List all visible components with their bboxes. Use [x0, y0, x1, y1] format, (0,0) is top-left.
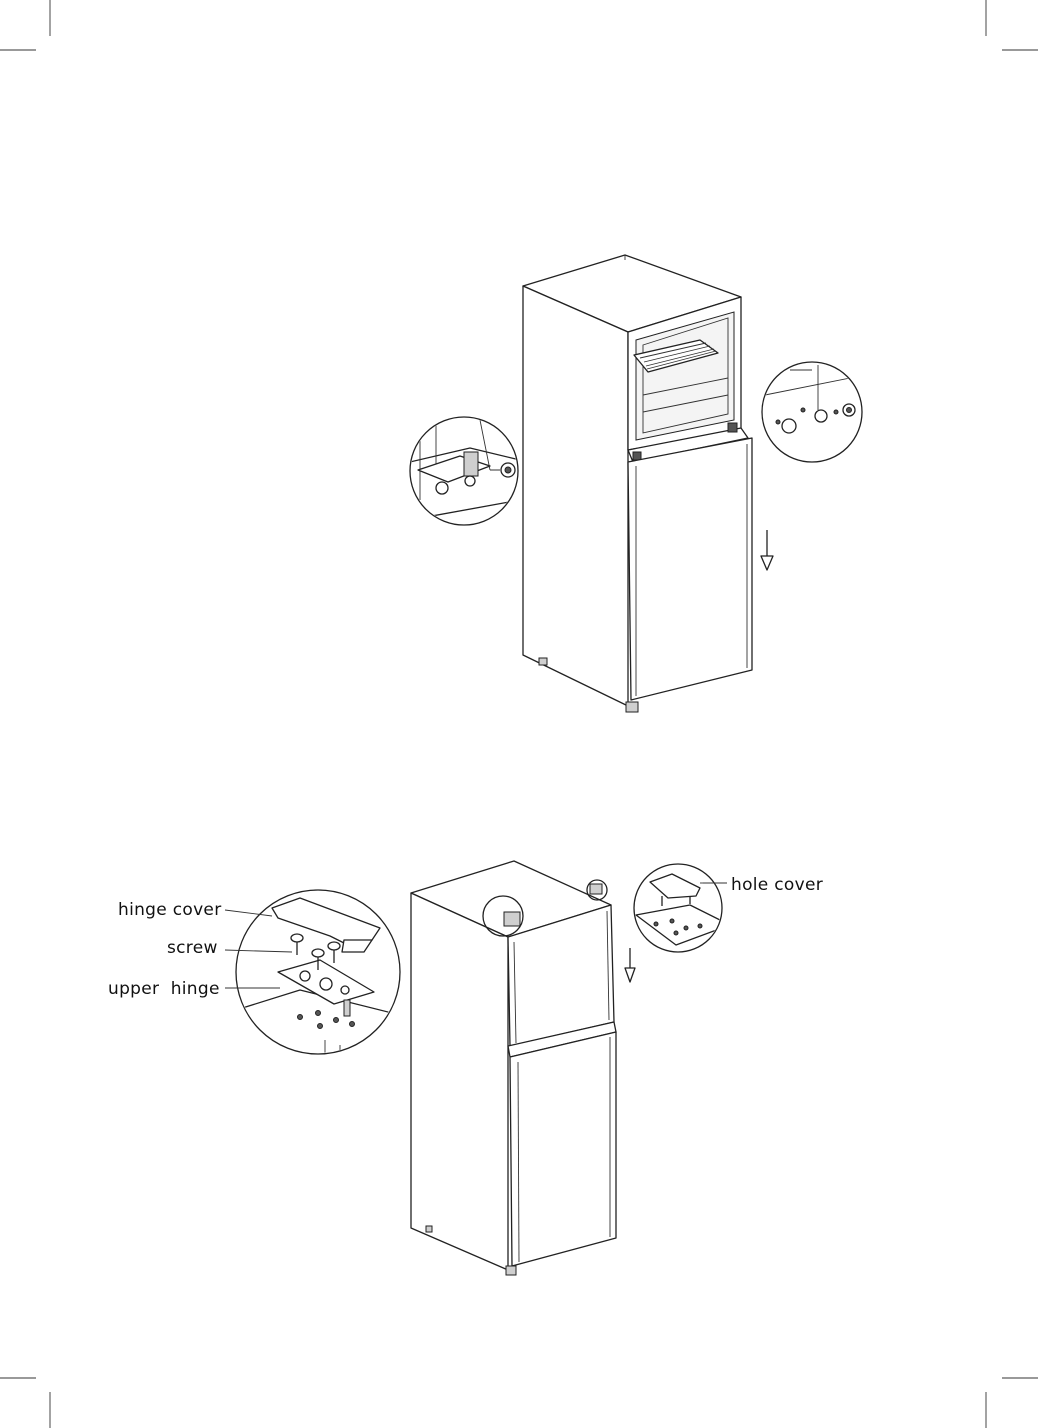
screw-label: screw	[167, 938, 218, 958]
upper-hinge-label: upper hinge	[108, 979, 220, 999]
down-arrow-icon	[625, 948, 635, 982]
upper-hinge-detail	[236, 890, 420, 1060]
fridge-door-removed	[523, 255, 752, 712]
lower-hinge-detail	[410, 417, 520, 525]
fridge-full	[411, 861, 616, 1275]
hole-cover-detail	[634, 864, 730, 952]
hinge-cover-label: hinge cover	[118, 900, 221, 920]
hole-plug-detail	[762, 362, 865, 462]
down-arrow-icon	[761, 530, 773, 570]
hole-cover-label: hole cover	[731, 875, 823, 895]
